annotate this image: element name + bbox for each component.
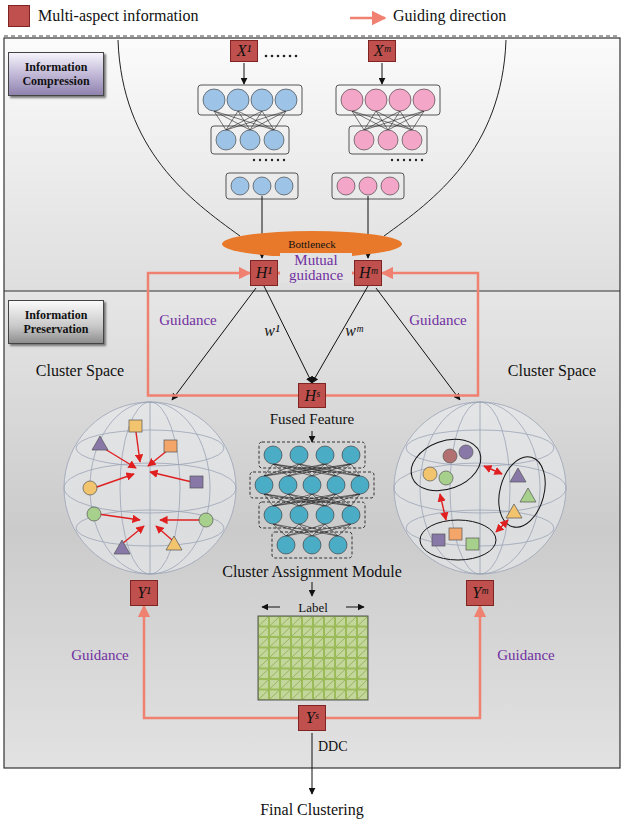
weight-arrow [264,286,312,383]
node-text: X¹ [237,42,252,60]
node-text: H¹ [256,264,272,282]
guidance-arrow [148,273,298,396]
edge-label: wᵐ [345,322,362,339]
node-text: Information Compression [9,60,103,88]
node-text: Information Preservation [9,308,103,336]
caption-label: DDC [318,738,348,755]
caption-label: Cluster Space [508,362,596,379]
guidance-arrow [144,606,298,718]
edge-label: Guidance [409,312,466,329]
feature-box: Hˢ [298,383,326,408]
output-box: Y¹ [130,580,158,606]
node-text: Y¹ [137,584,151,602]
edge-label: Mutual guidance [280,253,352,283]
edge-label: w¹ [264,322,279,339]
node-text: Hᵐ [359,264,377,282]
legend-text: Multi-aspect information [38,7,198,24]
input-box: X¹ [230,40,258,62]
output-box: Yˢ [298,705,326,731]
caption-label: Fused Feature [270,411,355,428]
edge-label: Guidance [497,647,554,664]
node-text: Yᵐ [472,584,488,602]
feature-box: Hᵐ [354,260,382,286]
node-text: Bottleneck [288,238,336,250]
node-text: Yˢ [306,709,318,727]
legend-swatch [8,5,30,27]
section-label: Information Preservation [8,300,104,344]
input-box: Xᵐ [368,40,396,62]
caption-label: Label [298,599,328,616]
node-text: Hˢ [305,387,320,405]
edge-label: Guidance [159,312,216,329]
edge-label: Guidance [71,647,128,664]
guidance-arrow [326,606,480,718]
caption-label: Final Clustering [260,801,364,818]
weight-arrow [312,286,368,383]
caption-label: Cluster Assignment Module [222,563,402,580]
feature-box: H¹ [250,260,278,286]
output-box: Yᵐ [466,580,494,606]
section-label: Information Compression [8,52,104,96]
node-text: Xᵐ [374,42,390,60]
guidance-arrow [326,273,478,396]
caption-label: Cluster Space [36,362,124,379]
legend-text: Guiding direction [393,7,506,24]
